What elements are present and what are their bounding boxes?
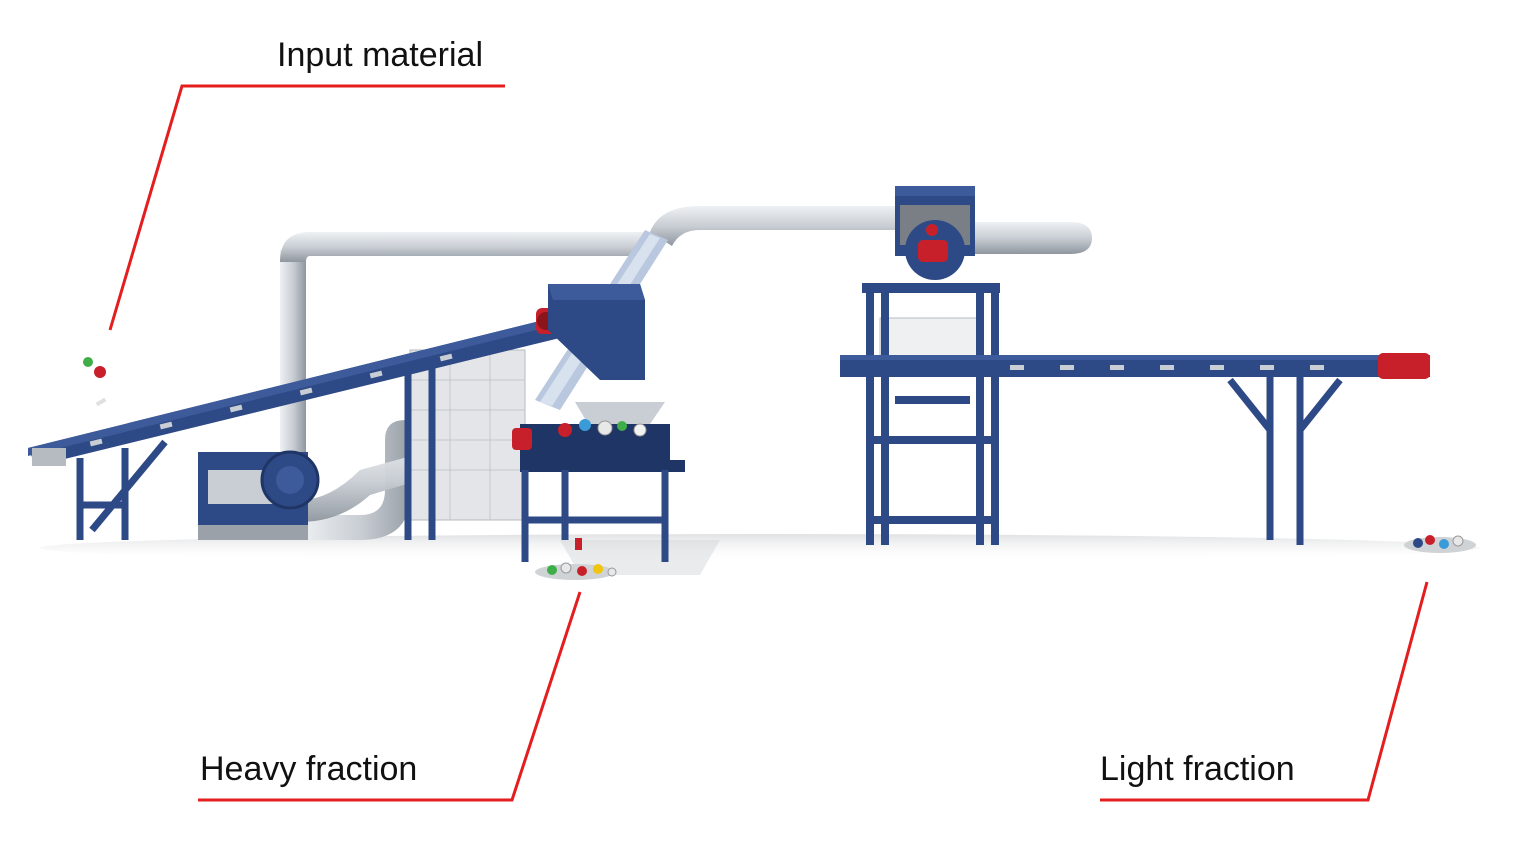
tower-frame — [862, 283, 1000, 545]
leader-heavy-fraction — [198, 591, 582, 802]
heavy-fraction-pile — [535, 538, 617, 580]
leader-lines — [108, 84, 1429, 802]
fan-unit — [198, 450, 320, 540]
leader-light-fraction — [1100, 581, 1429, 802]
input-material-pieces — [83, 357, 107, 407]
air-separator-drum — [895, 186, 975, 280]
label-light-fraction: Light fraction — [1100, 750, 1295, 788]
light-fraction-pile — [1404, 535, 1476, 553]
label-input-material: Input material — [277, 36, 483, 74]
fan-icon — [276, 466, 304, 494]
heavy-fraction-hopper — [512, 402, 685, 562]
label-heavy-fraction: Heavy fraction — [200, 750, 418, 788]
discharge-conveyor — [840, 353, 1430, 545]
leader-input-material — [108, 84, 505, 331]
scrap-pile-icon — [558, 419, 647, 437]
floor-shadow — [40, 534, 1480, 575]
separator-housing — [548, 284, 645, 380]
